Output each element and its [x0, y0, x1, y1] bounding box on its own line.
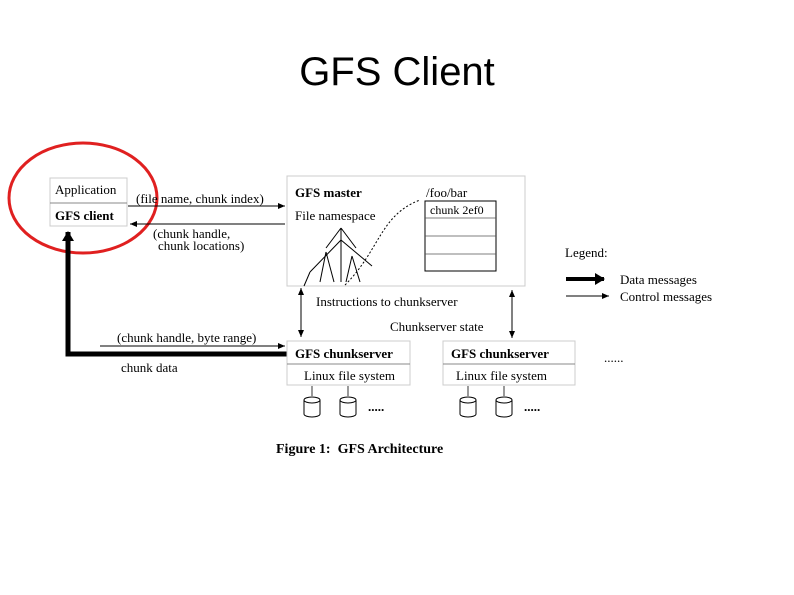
legend: Legend: Data messages Control messages: [565, 245, 712, 304]
chunkserver-state-label: Chunkserver state: [390, 319, 484, 334]
master-box: GFS master File namespace /foo/bar chunk…: [286, 175, 526, 287]
chunkserver-box-2: GFS chunkserver Linux file system: [442, 340, 576, 386]
figure-caption: Figure 1: GFS Architecture: [276, 442, 443, 457]
disk-icon: [459, 396, 477, 418]
data-request-label: (chunk handle, byte range): [117, 330, 256, 345]
namespace-label: File namespace: [295, 208, 376, 223]
linux-fs-label: Linux file system: [456, 368, 547, 383]
disk-icon: [303, 396, 321, 418]
more-disks-ellipsis: .....: [524, 399, 540, 414]
gfs-client-label: GFS client: [55, 208, 115, 223]
linux-fs-label: Linux file system: [304, 368, 395, 383]
slide-title: GFS Client: [299, 50, 495, 94]
reply-label-line2: chunk locations): [158, 238, 244, 253]
application-label: Application: [55, 182, 117, 197]
namespace-tree-icon: [303, 227, 373, 287]
client-highlight-circle: [7, 141, 159, 255]
more-disks-ellipsis: .....: [368, 399, 384, 414]
master-title: GFS master: [295, 185, 362, 200]
disk-icon: [495, 396, 513, 418]
legend-data-messages: Data messages: [620, 272, 697, 287]
chunk-label: chunk 2ef0: [430, 203, 484, 217]
legend-control-messages: Control messages: [620, 289, 712, 304]
chunk-data-arrow: [62, 231, 287, 357]
legend-title: Legend:: [565, 245, 608, 260]
chunkserver-box-1: GFS chunkserver Linux file system: [286, 340, 411, 386]
more-servers-ellipsis: ......: [604, 350, 624, 365]
path-label: /foo/bar: [426, 185, 468, 200]
chunk-data-label: chunk data: [121, 360, 178, 375]
request-label: (file name, chunk index): [136, 191, 264, 206]
instructions-label: Instructions to chunkserver: [316, 294, 458, 309]
client-box: Application GFS client: [49, 177, 128, 227]
disk-icon: [339, 396, 357, 418]
chunkserver-title: GFS chunkserver: [295, 346, 393, 361]
reply-label-line1: (chunk handle,: [153, 226, 230, 241]
namespace-to-chunk-curve: [344, 199, 421, 286]
chunkserver-title: GFS chunkserver: [451, 346, 549, 361]
